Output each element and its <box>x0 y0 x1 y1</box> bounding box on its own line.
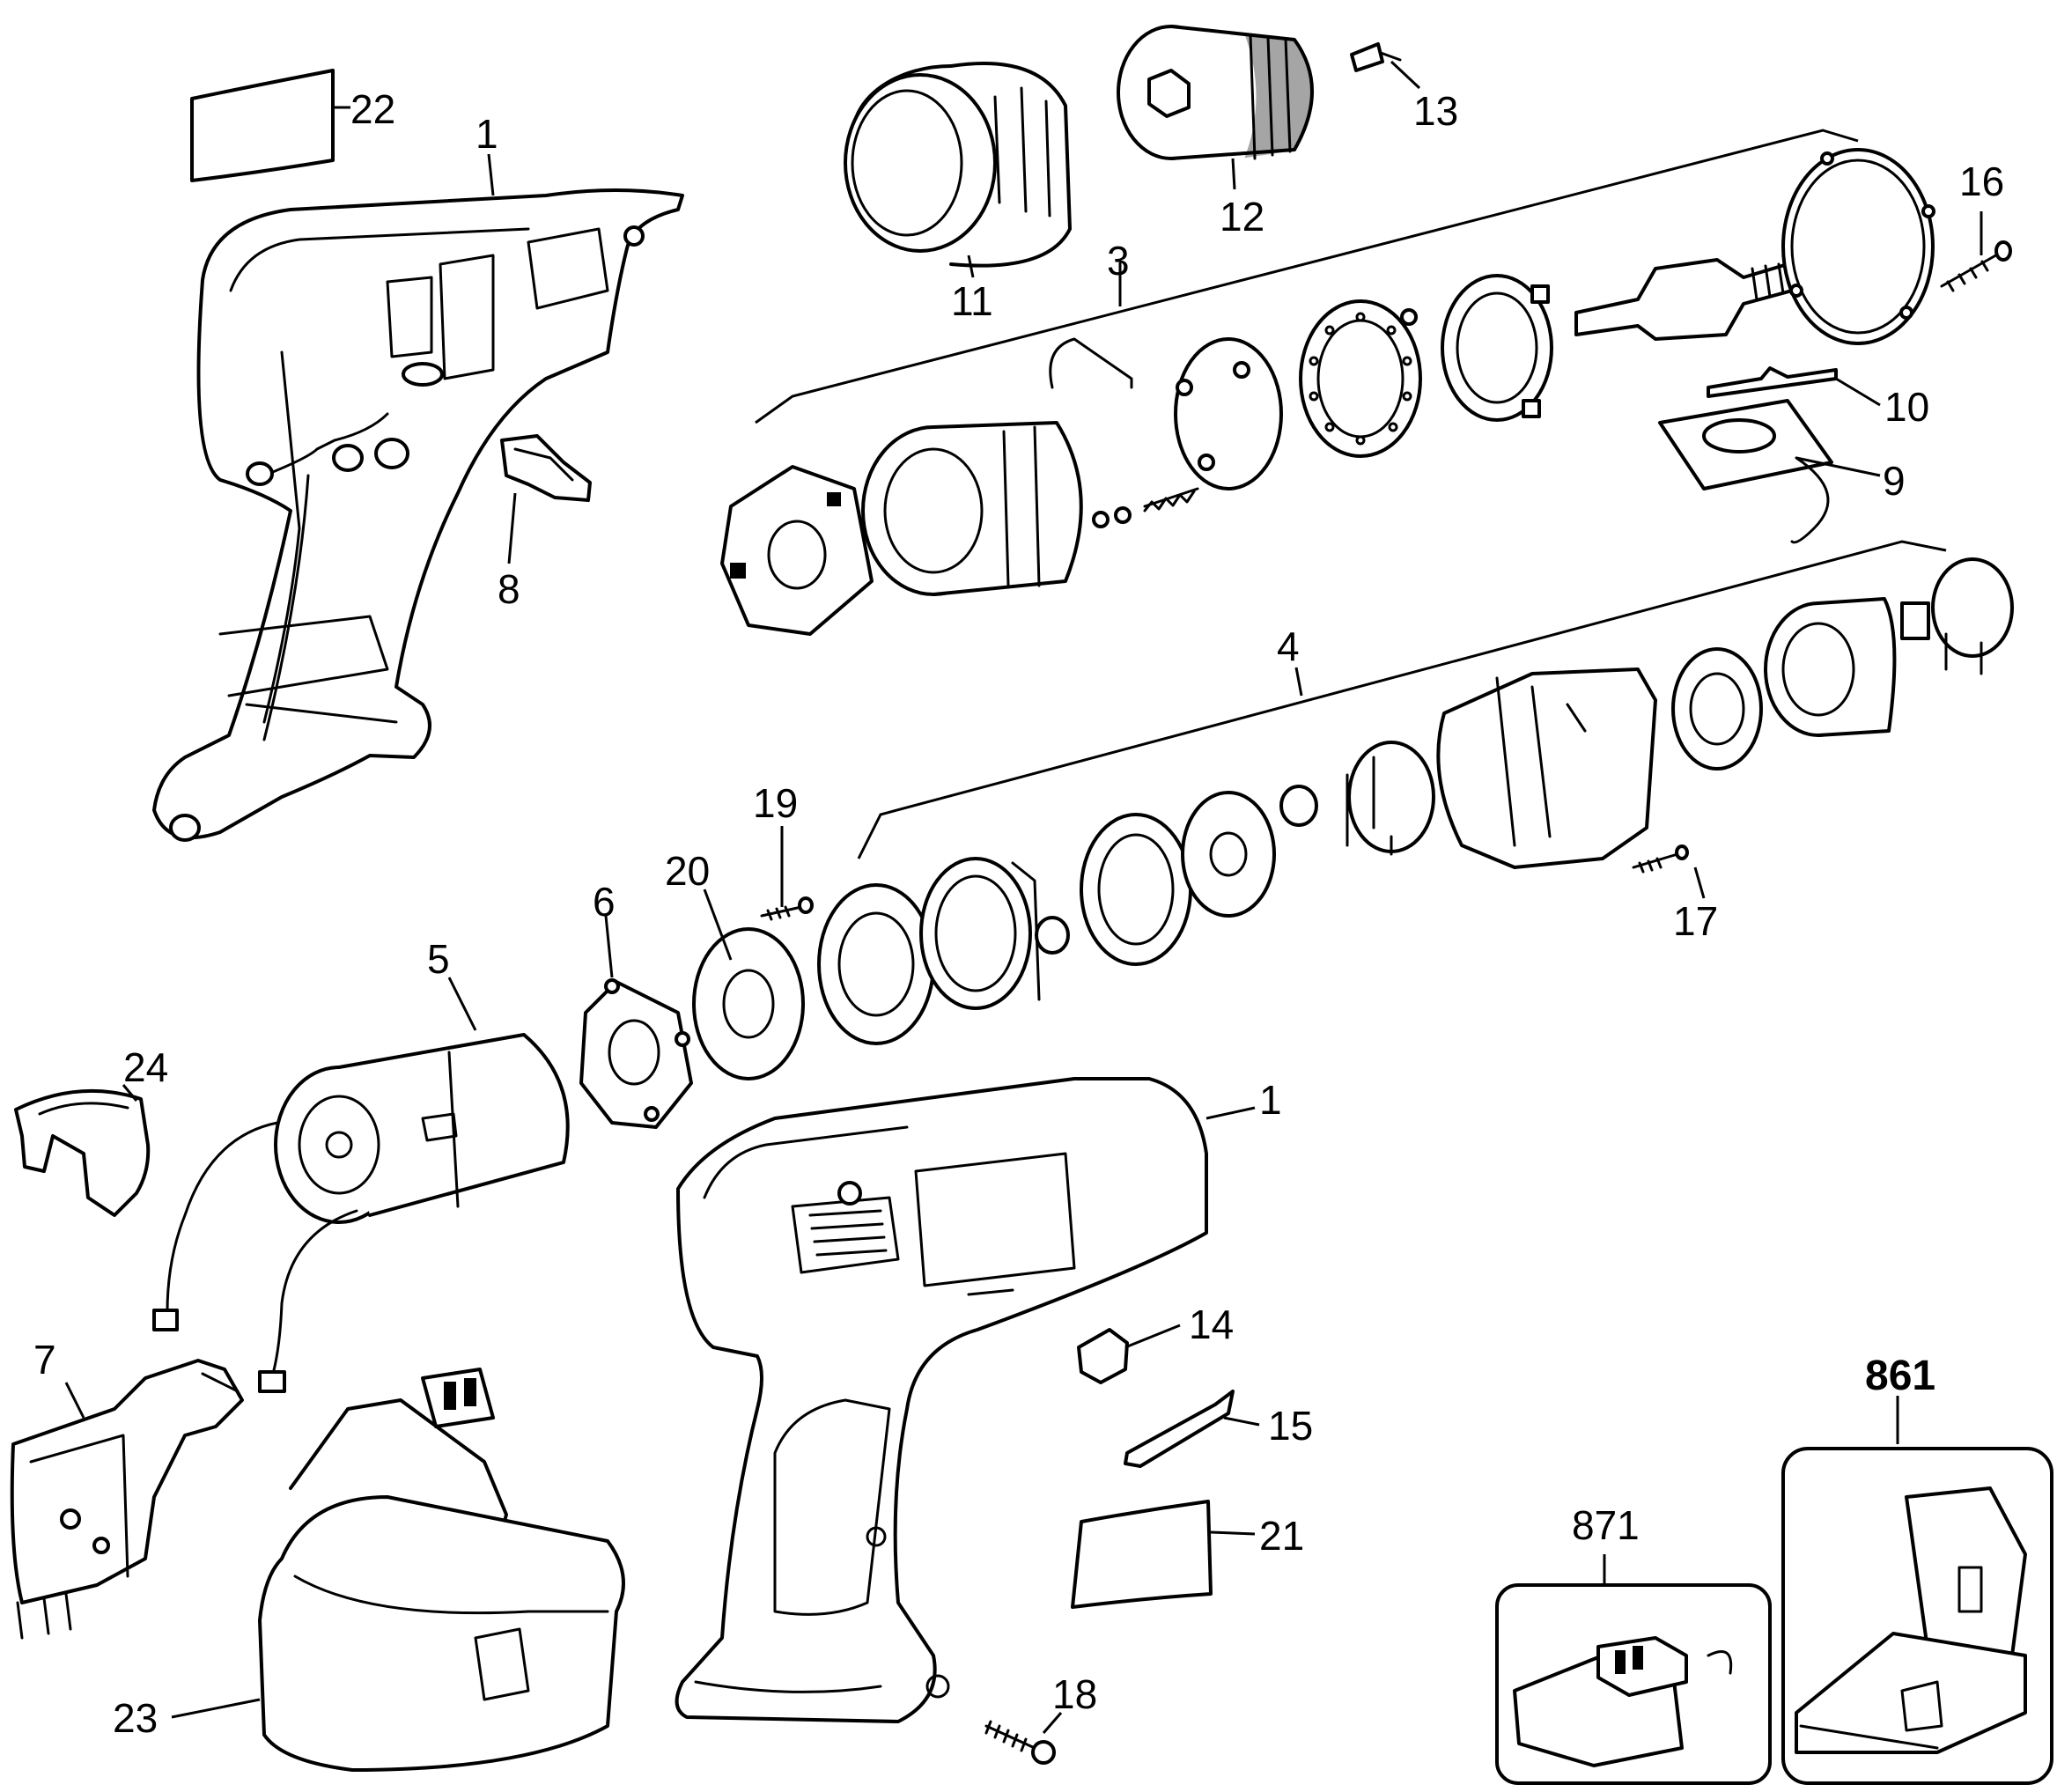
charger-box-871 <box>1495 1554 1772 1785</box>
housing-right-half <box>675 1077 1256 1723</box>
clip-part-14 <box>1077 1324 1181 1384</box>
callout-10: 10 <box>1884 384 1929 430</box>
callout-13: 13 <box>1413 88 1458 134</box>
callout-1-top: 1 <box>476 111 498 157</box>
callout-15: 15 <box>1268 1403 1313 1449</box>
callout-1-bottom: 1 <box>1259 1077 1282 1123</box>
callout-6: 6 <box>593 879 616 925</box>
label-part-22 <box>190 69 350 182</box>
screw-part-18 <box>984 1712 1063 1765</box>
motor-plate-part-6 <box>579 915 693 1129</box>
callout-5: 5 <box>427 936 450 982</box>
kit-box-861 <box>1781 1396 2053 1785</box>
callout-21: 21 <box>1259 1513 1304 1559</box>
callout-871: 871 <box>1572 1502 1640 1548</box>
battery-part-23 <box>171 1368 625 1772</box>
callout-17: 17 <box>1673 898 1718 944</box>
callout-20: 20 <box>665 848 710 894</box>
switch-part-7 <box>10 1359 244 1640</box>
callout-18: 18 <box>1052 1671 1097 1717</box>
spring-clip-part-10 <box>1707 366 1881 407</box>
callout-8: 8 <box>498 566 520 612</box>
callout-24: 24 <box>123 1044 168 1090</box>
chuck-sleeve-part-11 <box>844 62 1072 278</box>
callout-22: 22 <box>350 86 395 132</box>
callout-16: 16 <box>1959 159 2004 204</box>
cover-part-24 <box>14 1084 151 1217</box>
screw-part-16 <box>1940 211 2012 292</box>
housing-left-half <box>152 153 684 842</box>
callout-7: 7 <box>33 1337 56 1383</box>
callout-12: 12 <box>1220 194 1264 240</box>
callout-23: 23 <box>113 1695 158 1741</box>
label-part-21 <box>1071 1500 1256 1609</box>
chuck-part-12 <box>1117 25 1314 190</box>
callout-861: 861 <box>1865 1353 1935 1399</box>
callout-4: 4 <box>1277 623 1300 669</box>
clip-part-8 <box>500 434 592 564</box>
screw-part-13 <box>1350 42 1421 90</box>
gear-set-components <box>817 557 2014 1045</box>
clutch-components <box>720 148 1935 636</box>
callout-9: 9 <box>1883 458 1906 504</box>
switch-plate-part-9 <box>1658 399 1881 544</box>
gear-set-bracket-part-4 <box>857 540 1947 859</box>
motor-part-5 <box>152 977 570 1393</box>
gear-assembly-bracket-part-3 <box>755 129 1859 424</box>
screw-part-19 <box>760 826 814 921</box>
washer-part-20 <box>692 889 805 1080</box>
callout-3: 3 <box>1107 238 1130 284</box>
screw-part-17 <box>1632 844 1706 899</box>
callout-11: 11 <box>951 278 993 324</box>
bit-part-15 <box>1124 1390 1260 1468</box>
callout-14: 14 <box>1189 1302 1234 1347</box>
callout-19: 19 <box>753 780 798 826</box>
